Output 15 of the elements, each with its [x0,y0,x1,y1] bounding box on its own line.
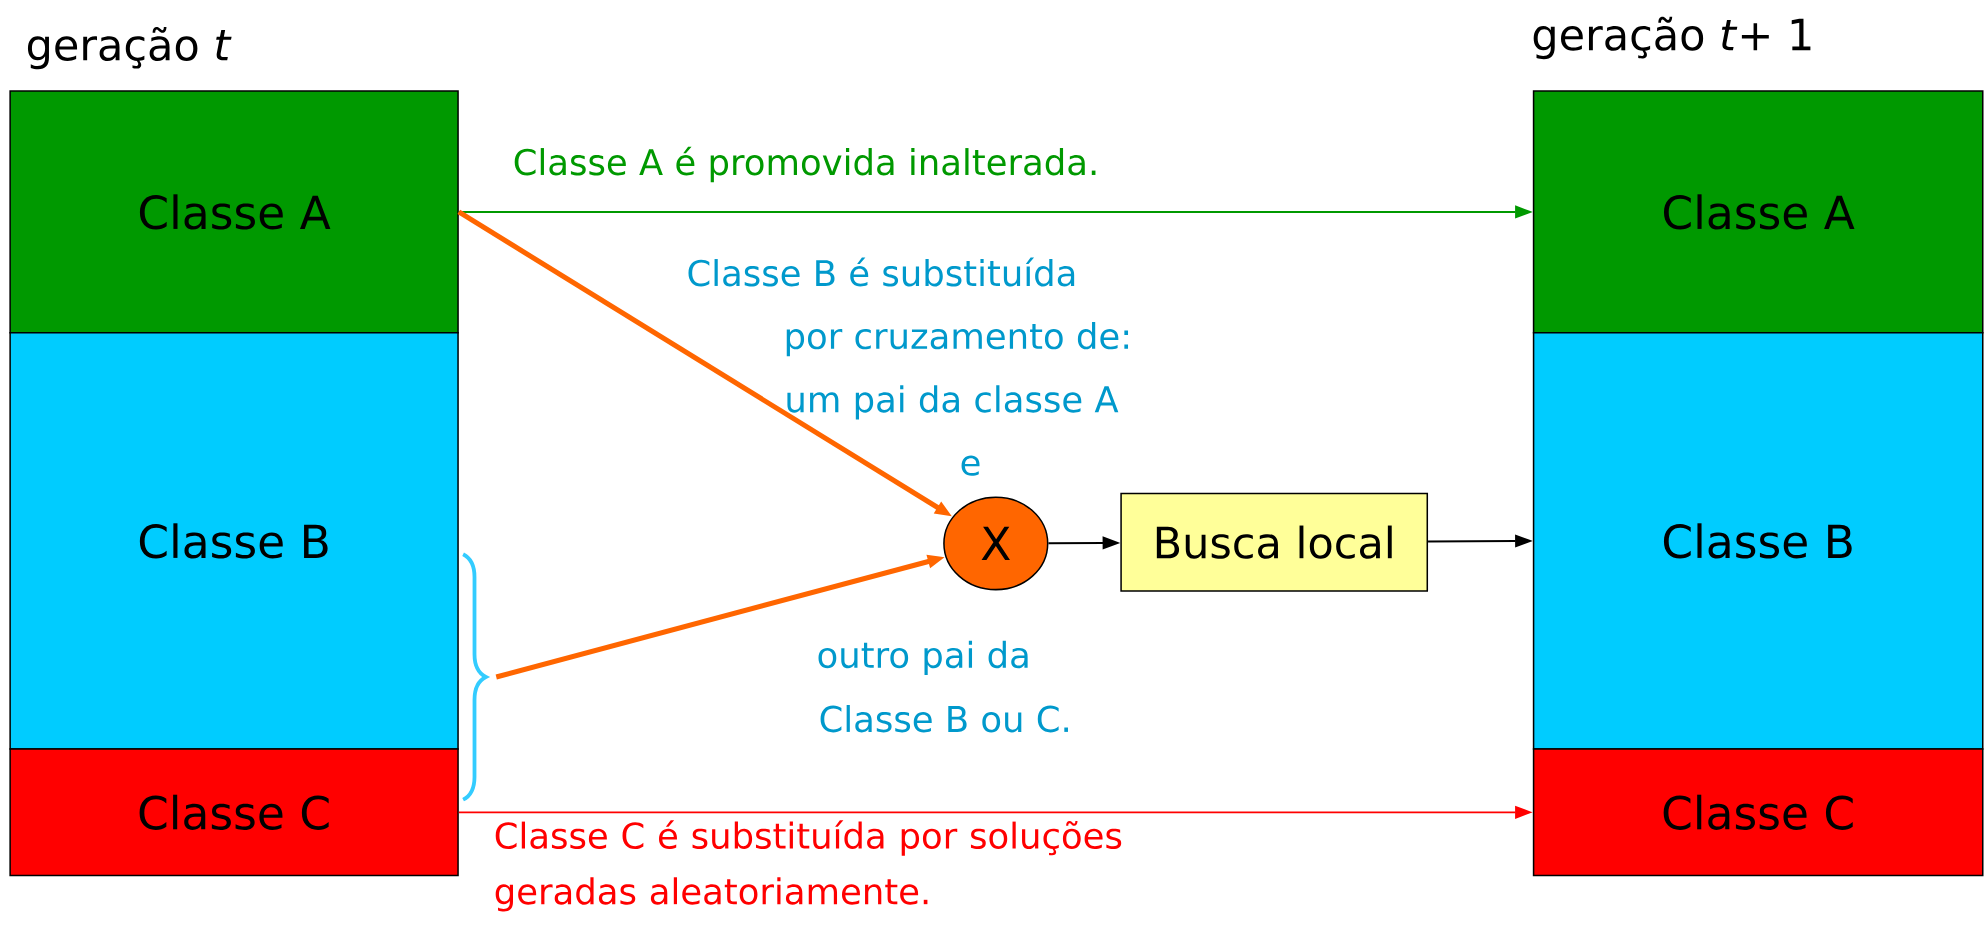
brace [462,552,488,802]
edge-label: Classe A é promovida inalterada. [514,146,1096,183]
class-block: Classe C [9,748,459,877]
class-block: Classe B [1532,332,1984,751]
annotation-text: por cruzamento de: [786,322,1128,357]
process-box: Busca local [1120,492,1429,592]
class-block: Classe A [1532,90,1984,334]
class-block: Classe A [9,90,459,334]
annotation-text: Classe B é substituída [688,257,1075,287]
class-block: Classe C [1532,748,1984,877]
annotation-text: outro pai da [818,641,1028,676]
annotation-text: Classe B ou C. [820,705,1068,733]
class-block: Classe B [9,332,459,751]
edge-label: Classe C é substituída por soluções geradas aleatoriamente. [495,820,1122,912]
annotation-text: um pai da classe A [787,385,1119,420]
